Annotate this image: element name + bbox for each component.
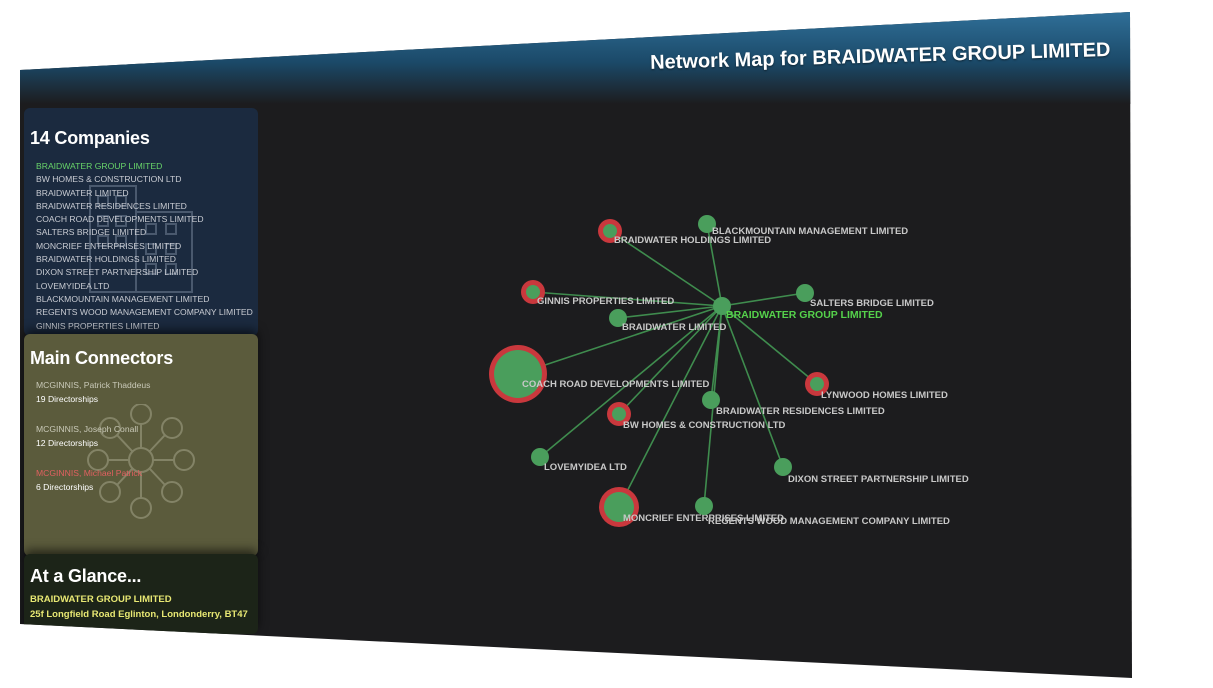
node-label: BRAIDWATER RESIDENCES LIMITED — [716, 406, 885, 417]
node-label: LOVEMYIDEA LTD — [544, 462, 627, 473]
graph-edge — [532, 291, 723, 307]
company-list-item[interactable]: REGENTS WOOD MANAGEMENT COMPANY LIMITED — [36, 307, 253, 318]
company-list-item[interactable]: COACH ROAD DEVELOPMENTS LIMITED — [36, 214, 204, 225]
company-list-item[interactable]: BW HOMES & CONSTRUCTION LTD — [36, 174, 182, 185]
node-label: BW HOMES & CONSTRUCTION LTD — [623, 420, 786, 431]
companies-title: 14 Companies — [30, 128, 150, 148]
connector-item[interactable]: MCGINNIS, Joseph Conall 12 Directorships — [36, 424, 138, 448]
graph-edge — [618, 305, 723, 415]
network-icon — [87, 404, 195, 519]
node-circle[interactable] — [609, 309, 627, 327]
graph-nodes[interactable]: BRAIDWATER GROUP LIMITED BLACKMOUNTAIN MA… — [489, 215, 969, 527]
node-label: BRAIDWATER LIMITED — [622, 322, 726, 333]
company-list-item[interactable]: SALTERS BRIDGE LIMITED — [36, 227, 147, 238]
connector-item[interactable]: MCGINNIS, Michael Patrick 6 Directorship… — [36, 468, 142, 492]
node-label: GINNIS PROPERTIES LIMITED — [537, 296, 674, 307]
node-circle[interactable] — [698, 215, 716, 233]
node-circle[interactable] — [526, 285, 540, 299]
node-label: DIXON STREET PARTNERSHIP LIMITED — [788, 474, 969, 485]
node-label: BLACKMOUNTAIN MANAGEMENT LIMITED — [712, 226, 908, 237]
graph-node[interactable]: SALTERS BRIDGE LIMITED — [796, 284, 934, 309]
company-list: BRAIDWATER GROUP LIMITED BW HOMES & CONST… — [36, 160, 253, 333]
graph-node[interactable]: LOVEMYIDEA LTD — [531, 448, 627, 473]
node-circle[interactable] — [713, 297, 731, 315]
graph-node[interactable]: BRAIDWATER LIMITED — [609, 309, 726, 333]
glance-panel: At a Glance... BRAIDWATER GROUP LIMITED … — [24, 554, 258, 634]
graph-node[interactable]: LYNWOOD HOMES LIMITED — [805, 372, 948, 401]
connectors-panel: Main Connectors MCGINNIS, Patrick Thadde… — [24, 334, 258, 556]
node-label: LYNWOOD HOMES LIMITED — [821, 390, 948, 401]
node-circle[interactable] — [612, 407, 626, 421]
graph-node[interactable]: BRAIDWATER RESIDENCES LIMITED — [702, 391, 885, 417]
node-label: BRAIDWATER HOLDINGS LIMITED — [614, 235, 771, 246]
graph-node[interactable]: COACH ROAD DEVELOPMENTS LIMITED — [489, 345, 710, 403]
network-graph[interactable]: BRAIDWATER GROUP LIMITED BLACKMOUNTAIN MA… — [20, 12, 1132, 678]
graph-edge — [706, 223, 723, 307]
graph-node[interactable]: BW HOMES & CONSTRUCTION LTD — [607, 402, 786, 431]
node-circle[interactable] — [494, 350, 542, 398]
graph-node[interactable]: BLACKMOUNTAIN MANAGEMENT LIMITED — [698, 215, 908, 237]
glance-address: 25f Longfield Road Eglinton, Londonderry… — [30, 609, 248, 620]
glance-title: At a Glance... — [30, 566, 142, 586]
graph-node[interactable]: DIXON STREET PARTNERSHIP LIMITED — [774, 458, 969, 485]
node-circle[interactable] — [702, 391, 720, 409]
graph-edge — [721, 305, 784, 468]
company-list-item[interactable]: LOVEMYIDEA LTD — [36, 280, 110, 291]
node-circle[interactable] — [604, 492, 634, 522]
company-list-item[interactable]: BRAIDWATER HOLDINGS LIMITED — [36, 254, 176, 265]
graph-edge — [609, 230, 723, 307]
connectors-title: Main Connectors — [30, 348, 174, 368]
company-list-item[interactable]: MONCRIEF ENTERPRISES LIMITED — [36, 240, 182, 251]
connector-count: 12 Directorships — [36, 438, 99, 448]
node-circle[interactable] — [796, 284, 814, 302]
graph-edges — [517, 223, 818, 508]
company-list-item[interactable]: BRAIDWATER RESIDENCES LIMITED — [36, 200, 187, 211]
graph-node[interactable]: REGENTS WOOD MANAGEMENT COMPANY LIMITED — [695, 497, 950, 527]
graph-edge — [721, 292, 806, 307]
app-window: Network Map for BRAIDWATER GROUP LIMITED… — [20, 12, 1132, 678]
node-label: MONCRIEF ENTERPRISES LIMITED — [623, 513, 784, 524]
company-list-item[interactable]: GINNIS PROPERTIES LIMITED — [36, 320, 160, 331]
graph-node[interactable]: BRAIDWATER GROUP LIMITED — [713, 297, 883, 321]
graph-edge — [517, 305, 723, 375]
graph-edge — [618, 305, 723, 508]
graph-node[interactable]: GINNIS PROPERTIES LIMITED — [521, 280, 674, 307]
node-label: COACH ROAD DEVELOPMENTS LIMITED — [522, 379, 710, 390]
node-label: BRAIDWATER GROUP LIMITED — [726, 309, 883, 321]
node-label: SALTERS BRIDGE LIMITED — [810, 298, 934, 309]
company-list-item[interactable]: BRAIDWATER GROUP LIMITED — [36, 161, 163, 171]
company-list-item[interactable]: BRAIDWATER LIMITED — [36, 187, 129, 198]
building-icon — [89, 185, 193, 293]
glance-company: BRAIDWATER GROUP LIMITED — [30, 594, 172, 605]
company-list-item[interactable]: DIXON STREET PARTNERSHIP LIMITED — [36, 267, 199, 278]
companies-panel: 14 Companies BRAIDWATER GROUP LIMITED BW … — [24, 108, 258, 336]
graph-edge — [617, 305, 723, 319]
graph-node[interactable]: BRAIDWATER HOLDINGS LIMITED — [598, 219, 771, 246]
connector-item[interactable]: MCGINNIS, Patrick Thaddeus 19 Directorsh… — [36, 380, 150, 404]
connector-name: MCGINNIS, Michael Patrick — [36, 468, 143, 478]
connector-name: MCGINNIS, Patrick Thaddeus — [36, 380, 151, 390]
graph-edge — [721, 305, 818, 385]
glance-postcode: 3DY — [30, 624, 49, 634]
node-circle[interactable] — [774, 458, 792, 476]
connector-count: 19 Directorships — [36, 394, 99, 404]
connector-name: MCGINNIS, Joseph Conall — [36, 424, 139, 434]
node-circle[interactable] — [695, 497, 713, 515]
node-circle[interactable] — [810, 377, 824, 391]
company-list-item[interactable]: BLACKMOUNTAIN MANAGEMENT LIMITED — [36, 293, 210, 304]
node-circle[interactable] — [531, 448, 549, 466]
node-label: REGENTS WOOD MANAGEMENT COMPANY LIMITED — [708, 516, 950, 527]
connector-count: 6 Directorships — [36, 482, 94, 492]
graph-edge — [539, 305, 723, 458]
sidebar: 14 Companies BRAIDWATER GROUP LIMITED BW … — [24, 108, 258, 634]
graph-node[interactable]: MONCRIEF ENTERPRISES LIMITED — [599, 487, 784, 527]
node-circle[interactable] — [603, 224, 617, 238]
